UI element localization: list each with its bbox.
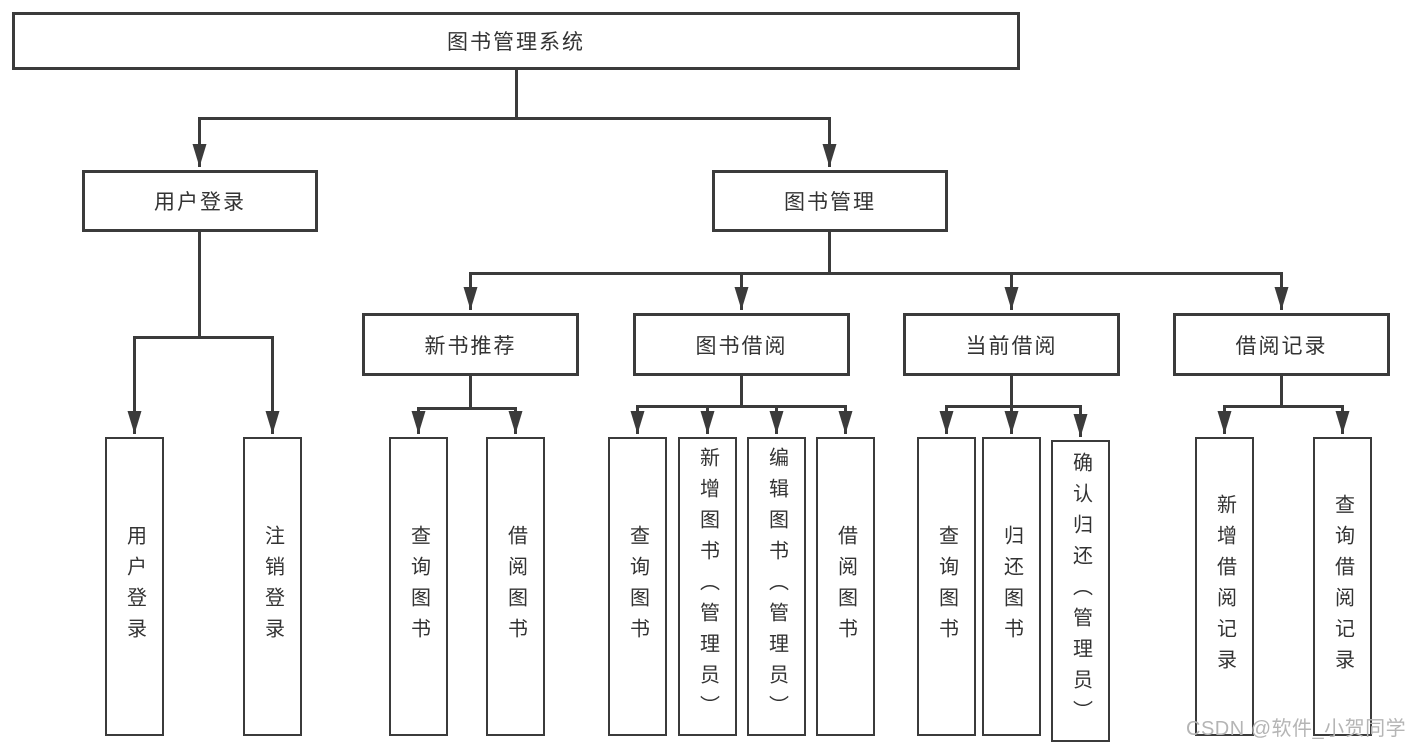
node-label: 查询借阅记录 [1331, 493, 1354, 680]
node-leaf-add-books-admin: 新增图书（管理员） [678, 437, 737, 736]
node-new-book-recommendation: 新书推荐 [362, 313, 579, 376]
node-user-login: 用户登录 [82, 170, 318, 232]
node-current-borrowing: 当前借阅 [903, 313, 1120, 376]
node-leaf-edit-books-admin: 编辑图书（管理员） [747, 437, 806, 736]
node-leaf-logout: 注销登录 [243, 437, 302, 736]
node-label: 归还图书 [1000, 524, 1023, 649]
node-borrowing-records: 借阅记录 [1173, 313, 1390, 376]
node-label: 借阅图书 [834, 524, 857, 649]
node-label: 查询图书 [626, 524, 649, 649]
node-leaf-return-books: 归还图书 [982, 437, 1041, 736]
node-library-management-system: 图书管理系统 [12, 12, 1020, 70]
node-label: 注销登录 [261, 524, 284, 649]
node-label: 用户登录 [123, 524, 146, 649]
node-leaf-rec-borrow-books: 借阅图书 [486, 437, 545, 736]
node-leaf-rec-query-books: 查询图书 [389, 437, 448, 736]
node-label: 借阅图书 [504, 524, 527, 649]
node-label: 新增图书（管理员） [696, 447, 719, 726]
node-leaf-query-borrow-record: 查询借阅记录 [1313, 437, 1372, 736]
node-book-management: 图书管理 [712, 170, 948, 232]
node-leaf-borrow-query-books: 查询图书 [608, 437, 667, 736]
node-leaf-borrow-books: 借阅图书 [816, 437, 875, 736]
node-label: 新增借阅记录 [1213, 493, 1236, 680]
node-leaf-add-borrow-record: 新增借阅记录 [1195, 437, 1254, 736]
node-label: 查询图书 [407, 524, 430, 649]
node-label: 编辑图书（管理员） [765, 447, 788, 726]
csdn-watermark: CSDN @软件_小贺同学 [1186, 718, 1405, 740]
node-book-borrowing: 图书借阅 [633, 313, 850, 376]
node-label: 查询图书 [935, 524, 958, 649]
node-leaf-current-query-books: 查询图书 [917, 437, 976, 736]
node-label: 确认归还（管理员） [1069, 451, 1092, 731]
node-leaf-confirm-return-admin: 确认归还（管理员） [1051, 440, 1110, 742]
node-leaf-user-login: 用户登录 [105, 437, 164, 736]
